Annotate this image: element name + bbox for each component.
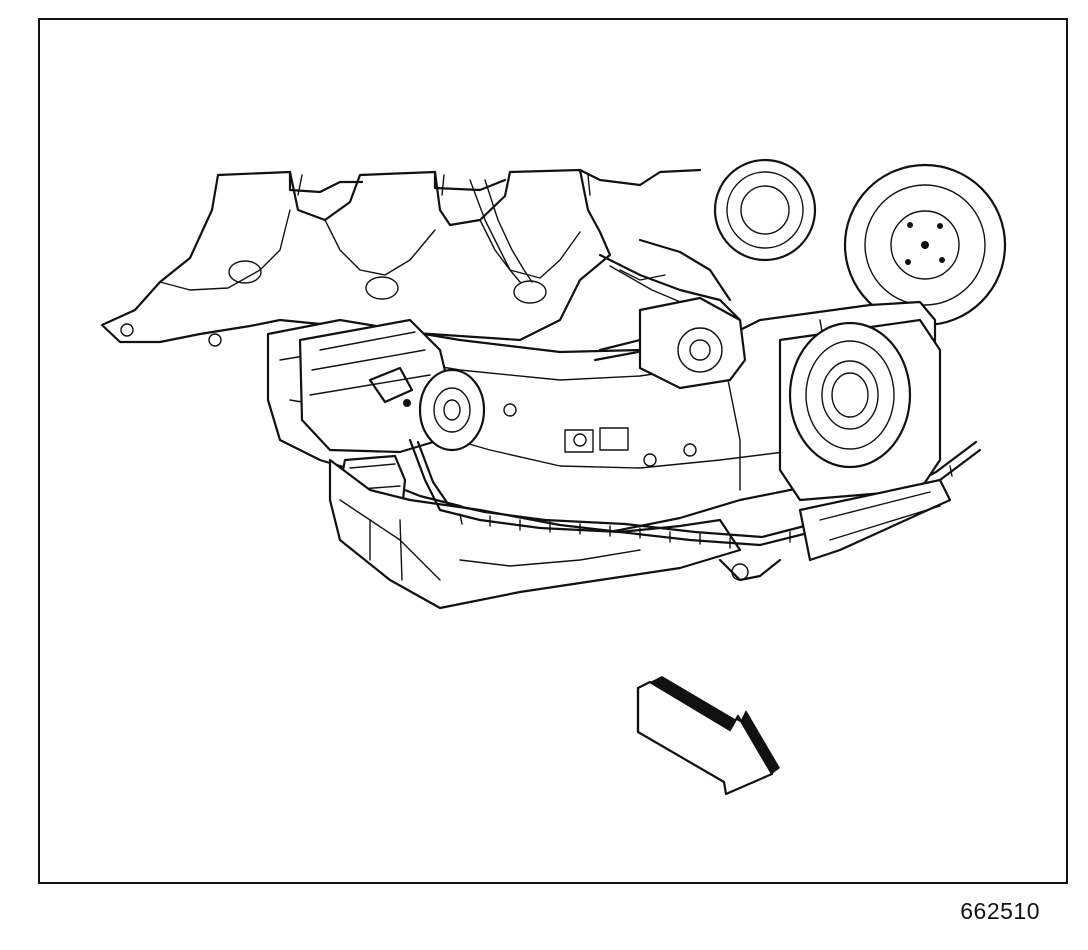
water-pump-area bbox=[593, 238, 747, 390]
illustration-frame bbox=[38, 18, 1068, 884]
engine-illustration bbox=[100, 158, 1007, 796]
starter-motor bbox=[298, 318, 486, 454]
front-direction-arrow bbox=[636, 676, 780, 796]
accessory-pulleys bbox=[713, 158, 1007, 327]
exhaust-manifold bbox=[100, 168, 612, 347]
frame-bracket bbox=[718, 478, 952, 582]
figure-number: 662510 bbox=[960, 898, 1040, 924]
crankshaft-pulley bbox=[778, 318, 942, 502]
engine-upper bbox=[288, 168, 742, 322]
oil-pan bbox=[328, 458, 742, 610]
